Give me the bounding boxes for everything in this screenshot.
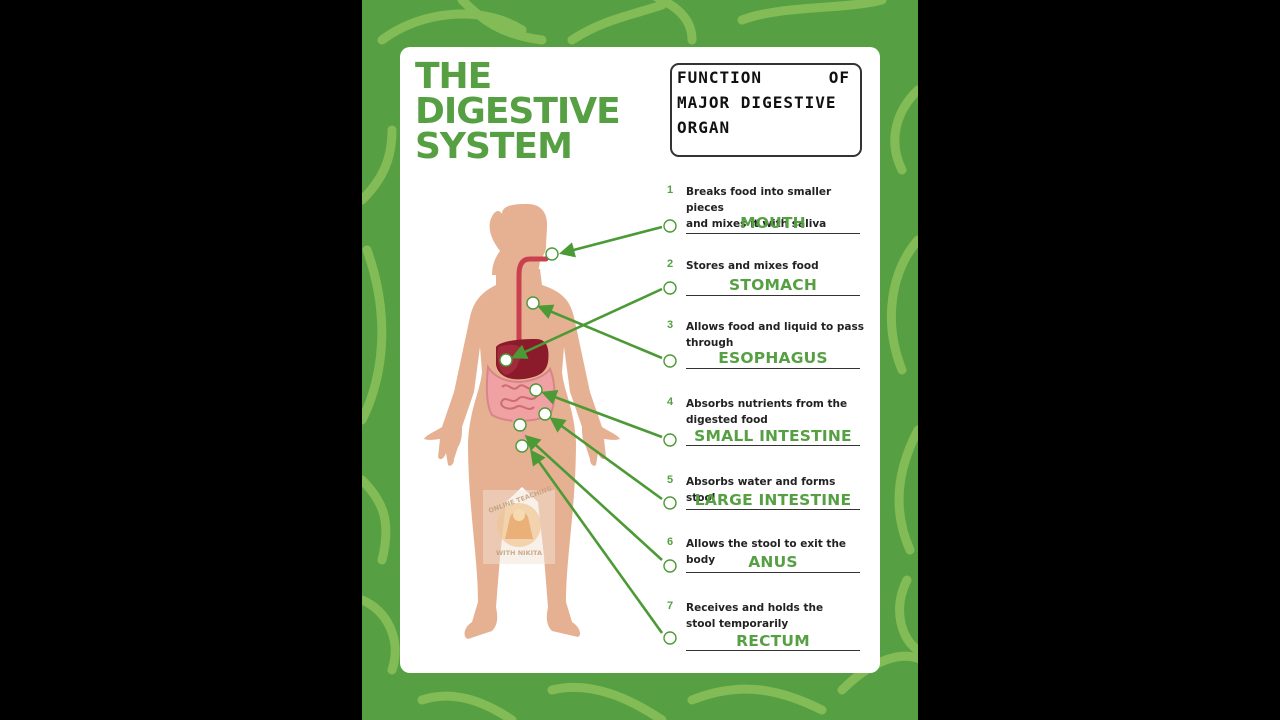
pointer-arrows: [511, 225, 664, 634]
watermark-line-2: WITH NIKITA: [496, 549, 542, 557]
worksheet-card: THE DIGESTIVE SYSTEM FUNCTION OF MAJOR D…: [400, 47, 880, 673]
title-line-2: DIGESTIVE: [415, 91, 621, 132]
item-description-1: Breaks food into smaller pieces and mixe…: [686, 184, 866, 232]
arrow-mouth: [558, 225, 663, 258]
item-description-6-line-2: body: [686, 554, 716, 566]
item-description-5-line-1: Absorbs water and forms stool: [686, 476, 836, 504]
arrow-large-intestine: [549, 417, 663, 501]
item-description-4: Absorbs nutrients from the digested food: [686, 396, 866, 428]
item-number-6: 6: [666, 536, 674, 548]
item-description-6: Allows the stool to exit the body: [686, 536, 866, 568]
organ-markers: [499, 247, 559, 453]
answer-esophagus: ESOPHAGUS: [718, 349, 828, 367]
of-word: OF: [828, 68, 850, 87]
answer-underline-1: [686, 233, 860, 234]
item-description-5: Absorbs water and forms stool: [686, 474, 866, 506]
item-description-2-line-1: Stores and mixes food: [686, 260, 819, 272]
item-number-2: 2: [666, 258, 674, 270]
item-description-7-line-1: Receives and holds the: [686, 602, 824, 614]
label-marker-4: [663, 433, 677, 447]
label-marker-6: [663, 559, 677, 573]
answer-anus: ANUS: [748, 553, 798, 571]
marker-anus: [513, 418, 527, 432]
label-marker-7: [663, 631, 677, 645]
item-number-3: 3: [666, 319, 674, 331]
function-word: FUNCTION: [677, 68, 763, 87]
item-description-1-line-2: and mixes it with saliva: [686, 218, 827, 230]
function-box-line-2: MAJOR DIGESTIVE: [677, 93, 837, 112]
label-marker-5: [663, 496, 677, 510]
item-description-4-line-2: digested food: [686, 414, 768, 426]
marker-stomach: [499, 353, 513, 367]
answer-small-intestine: SMALL INTESTINE: [694, 427, 852, 445]
label-markers: [663, 219, 677, 645]
title-line-1: THE: [415, 56, 492, 97]
answer-underline-2: [686, 295, 860, 296]
item-description-7: Receives and holds the stool temporarily: [686, 600, 866, 632]
function-box: FUNCTION OF MAJOR DIGESTIVE ORGAN: [670, 63, 862, 157]
arrow-anus: [524, 434, 663, 561]
item-number-5: 5: [666, 474, 674, 486]
answer-rectum: RECTUM: [736, 632, 810, 650]
answer-large-intestine: LARGE INTESTINE: [694, 491, 852, 509]
item-description-1-line-1: Breaks food into smaller pieces: [686, 186, 832, 214]
title-line-3: SYSTEM: [415, 126, 573, 167]
item-description-3: Allows food and liquid to pass through: [686, 319, 866, 351]
answer-stomach: STOMACH: [728, 276, 818, 294]
marker-large-intestine: [538, 407, 552, 421]
item-number-4: 4: [666, 396, 674, 408]
answer-underline-7: [686, 650, 860, 651]
label-marker-3: [663, 354, 677, 368]
answer-underline-5: [686, 509, 860, 510]
item-description-6-line-1: Allows the stool to exit the: [686, 538, 847, 550]
background-pattern: [362, 0, 918, 720]
item-description-3-line-1: Allows food and liquid to pass: [686, 321, 864, 333]
diagram-illustration: ONLINE TEACHING WITH NIKITA: [424, 204, 677, 645]
item-number-7: 7: [666, 600, 674, 612]
item-description-2: Stores and mixes food: [686, 258, 866, 274]
arrow-stomach: [511, 287, 663, 359]
function-box-line-1: FUNCTION OF: [677, 68, 850, 87]
item-description-3-line-2: through: [686, 337, 734, 349]
answer-mouth: MOUTH: [740, 214, 806, 232]
slide: THE DIGESTIVE SYSTEM FUNCTION OF MAJOR D…: [362, 0, 918, 720]
marker-esophagus: [526, 296, 540, 310]
watermark-logo: ONLINE TEACHING WITH NIKITA: [483, 484, 555, 564]
marker-mouth: [545, 247, 559, 261]
marker-rectum: [515, 439, 529, 453]
arrow-esophagus: [537, 304, 663, 360]
item-description-4-line-1: Absorbs nutrients from the: [686, 398, 848, 410]
answer-underline-6: [686, 572, 860, 573]
marker-small-intestine: [529, 383, 543, 397]
answer-underline-3: [686, 368, 860, 369]
label-marker-2: [663, 281, 677, 295]
answer-underline-4: [686, 445, 860, 446]
item-description-7-line-2: stool temporarily: [686, 618, 789, 630]
item-number-1: 1: [666, 184, 674, 196]
arrow-rectum: [530, 449, 664, 634]
label-marker-1: [663, 219, 677, 233]
function-box-line-3: ORGAN: [677, 118, 731, 137]
arrow-small-intestine: [541, 390, 663, 439]
